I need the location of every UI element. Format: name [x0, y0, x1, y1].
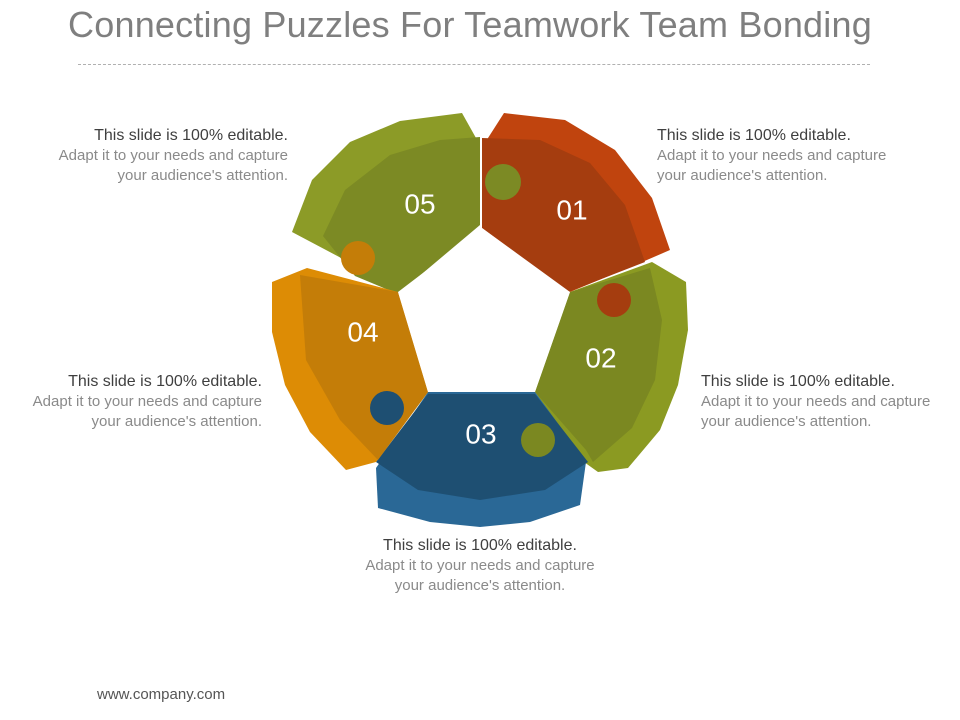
piece-number-02: 02	[585, 342, 616, 373]
description-03-lead: This slide is 100% editable.	[383, 537, 577, 554]
description-01-body: Adapt it to your needs and capture your …	[657, 147, 887, 184]
center-pentagon	[398, 228, 570, 392]
puzzle-piece-03-inner	[376, 394, 588, 500]
piece-number-03: 03	[465, 418, 496, 449]
description-02-body: Adapt it to your needs and capture your …	[701, 393, 931, 430]
knob-02-to-03	[521, 423, 555, 457]
description-02: This slide is 100% editable. Adapt it to…	[701, 372, 931, 432]
title-divider	[78, 64, 870, 65]
description-05: This slide is 100% editable. Adapt it to…	[58, 126, 288, 186]
description-05-lead: This slide is 100% editable.	[94, 127, 288, 144]
puzzle-piece-01-inner	[482, 138, 645, 292]
description-03-body: Adapt it to your needs and capture your …	[365, 557, 595, 594]
knob-03-to-04	[370, 391, 404, 425]
puzzle-piece-01	[482, 113, 670, 292]
description-02-lead: This slide is 100% editable.	[701, 373, 895, 390]
knob-01-to-02	[597, 283, 631, 317]
description-05-body: Adapt it to your needs and capture your …	[58, 147, 288, 184]
footer-url[interactable]: www.company.com	[97, 686, 226, 703]
piece-number-01: 01	[556, 194, 587, 225]
description-04: This slide is 100% editable. Adapt it to…	[32, 372, 262, 432]
piece-number-05: 05	[404, 188, 435, 219]
description-01-lead: This slide is 100% editable.	[657, 127, 851, 144]
description-01: This slide is 100% editable. Adapt it to…	[657, 126, 887, 186]
piece-number-04: 04	[347, 316, 378, 347]
description-04-body: Adapt it to your needs and capture your …	[32, 393, 262, 430]
knob-04-to-05	[341, 241, 375, 275]
slide-title: Connecting Puzzles For Teamwork Team Bon…	[68, 4, 872, 45]
description-03: This slide is 100% editable. Adapt it to…	[365, 536, 595, 596]
knob-05-to-01	[485, 164, 521, 200]
puzzle-piece-02	[535, 262, 688, 472]
description-04-lead: This slide is 100% editable.	[68, 373, 262, 390]
puzzle-piece-02-inner	[535, 268, 662, 462]
